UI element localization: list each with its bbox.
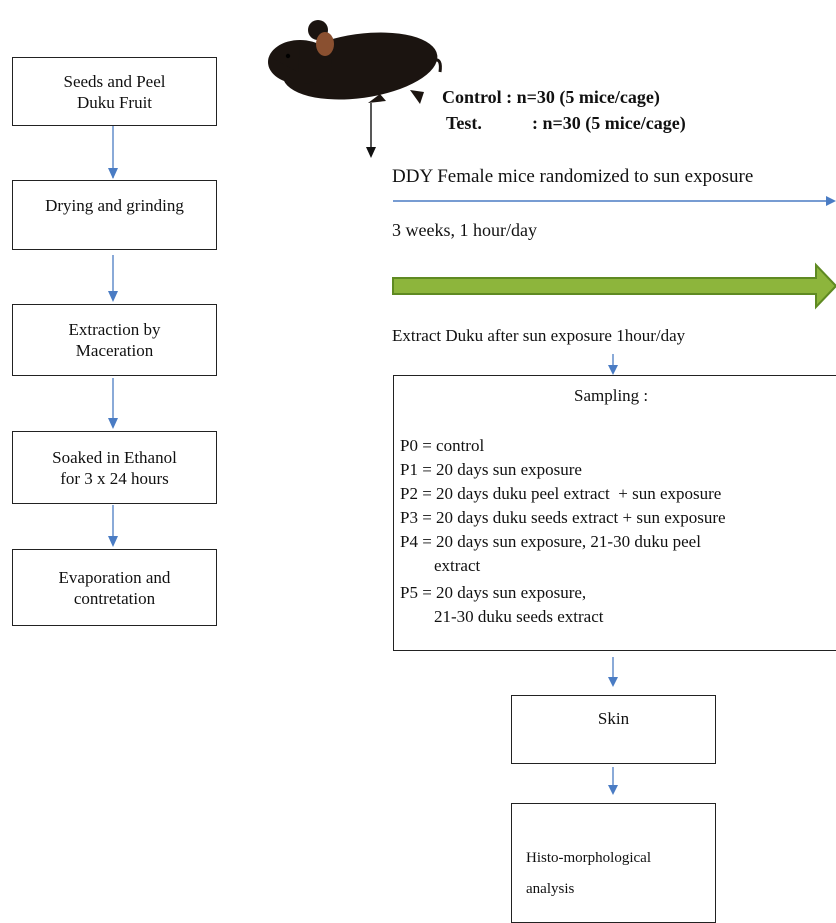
- control-group: Control : n=30 (5 mice/cage): [442, 87, 660, 107]
- step-drying-grinding: Drying and grinding: [12, 180, 217, 250]
- sampling-line: 21-30 duku seeds extract: [400, 607, 604, 626]
- sampling-line: P2 = 20 days duku peel extract + sun exp…: [400, 484, 722, 503]
- sampling-line: P1 = 20 days sun exposure: [400, 460, 582, 479]
- sampling-line: extract: [400, 556, 481, 575]
- analysis-line-2: analysis: [526, 881, 575, 897]
- extract-note: Extract Duku after sun exposure 1hour/da…: [392, 326, 686, 345]
- test-group-value: : n=30 (5 mice/cage): [532, 113, 686, 133]
- analysis-box: Histo-morphological analysis: [511, 803, 716, 923]
- test-group-label: Test.: [446, 113, 482, 133]
- skin-box: Skin: [511, 695, 716, 764]
- step-evaporation: Evaporation and contretation: [12, 549, 217, 626]
- mouse-image: [268, 20, 442, 104]
- sampling-line: P0 = control: [400, 436, 485, 455]
- sampling-line: P5 = 20 days sun exposure,: [400, 583, 587, 602]
- sampling-title: Sampling :: [574, 386, 649, 405]
- duration-label: 3 weeks, 1 hour/day: [392, 220, 537, 240]
- sampling-box: Sampling : P0 = control P1 = 20 days sun…: [393, 375, 836, 651]
- green-duration-arrow: [392, 262, 836, 310]
- randomization-label: DDY Female mice randomized to sun exposu…: [392, 166, 754, 187]
- sampling-line: P4 = 20 days sun exposure, 21-30 duku pe…: [400, 532, 701, 551]
- step-extraction: Extraction by Maceration: [12, 304, 217, 376]
- sampling-line: P3 = 20 days duku seeds extract + sun ex…: [400, 508, 726, 527]
- step-seeds-peel: Seeds and Peel Duku Fruit: [12, 57, 217, 126]
- step-soaked-ethanol: Soaked in Ethanol for 3 x 24 hours: [12, 431, 217, 504]
- analysis-line-1: Histo-morphological: [526, 850, 651, 866]
